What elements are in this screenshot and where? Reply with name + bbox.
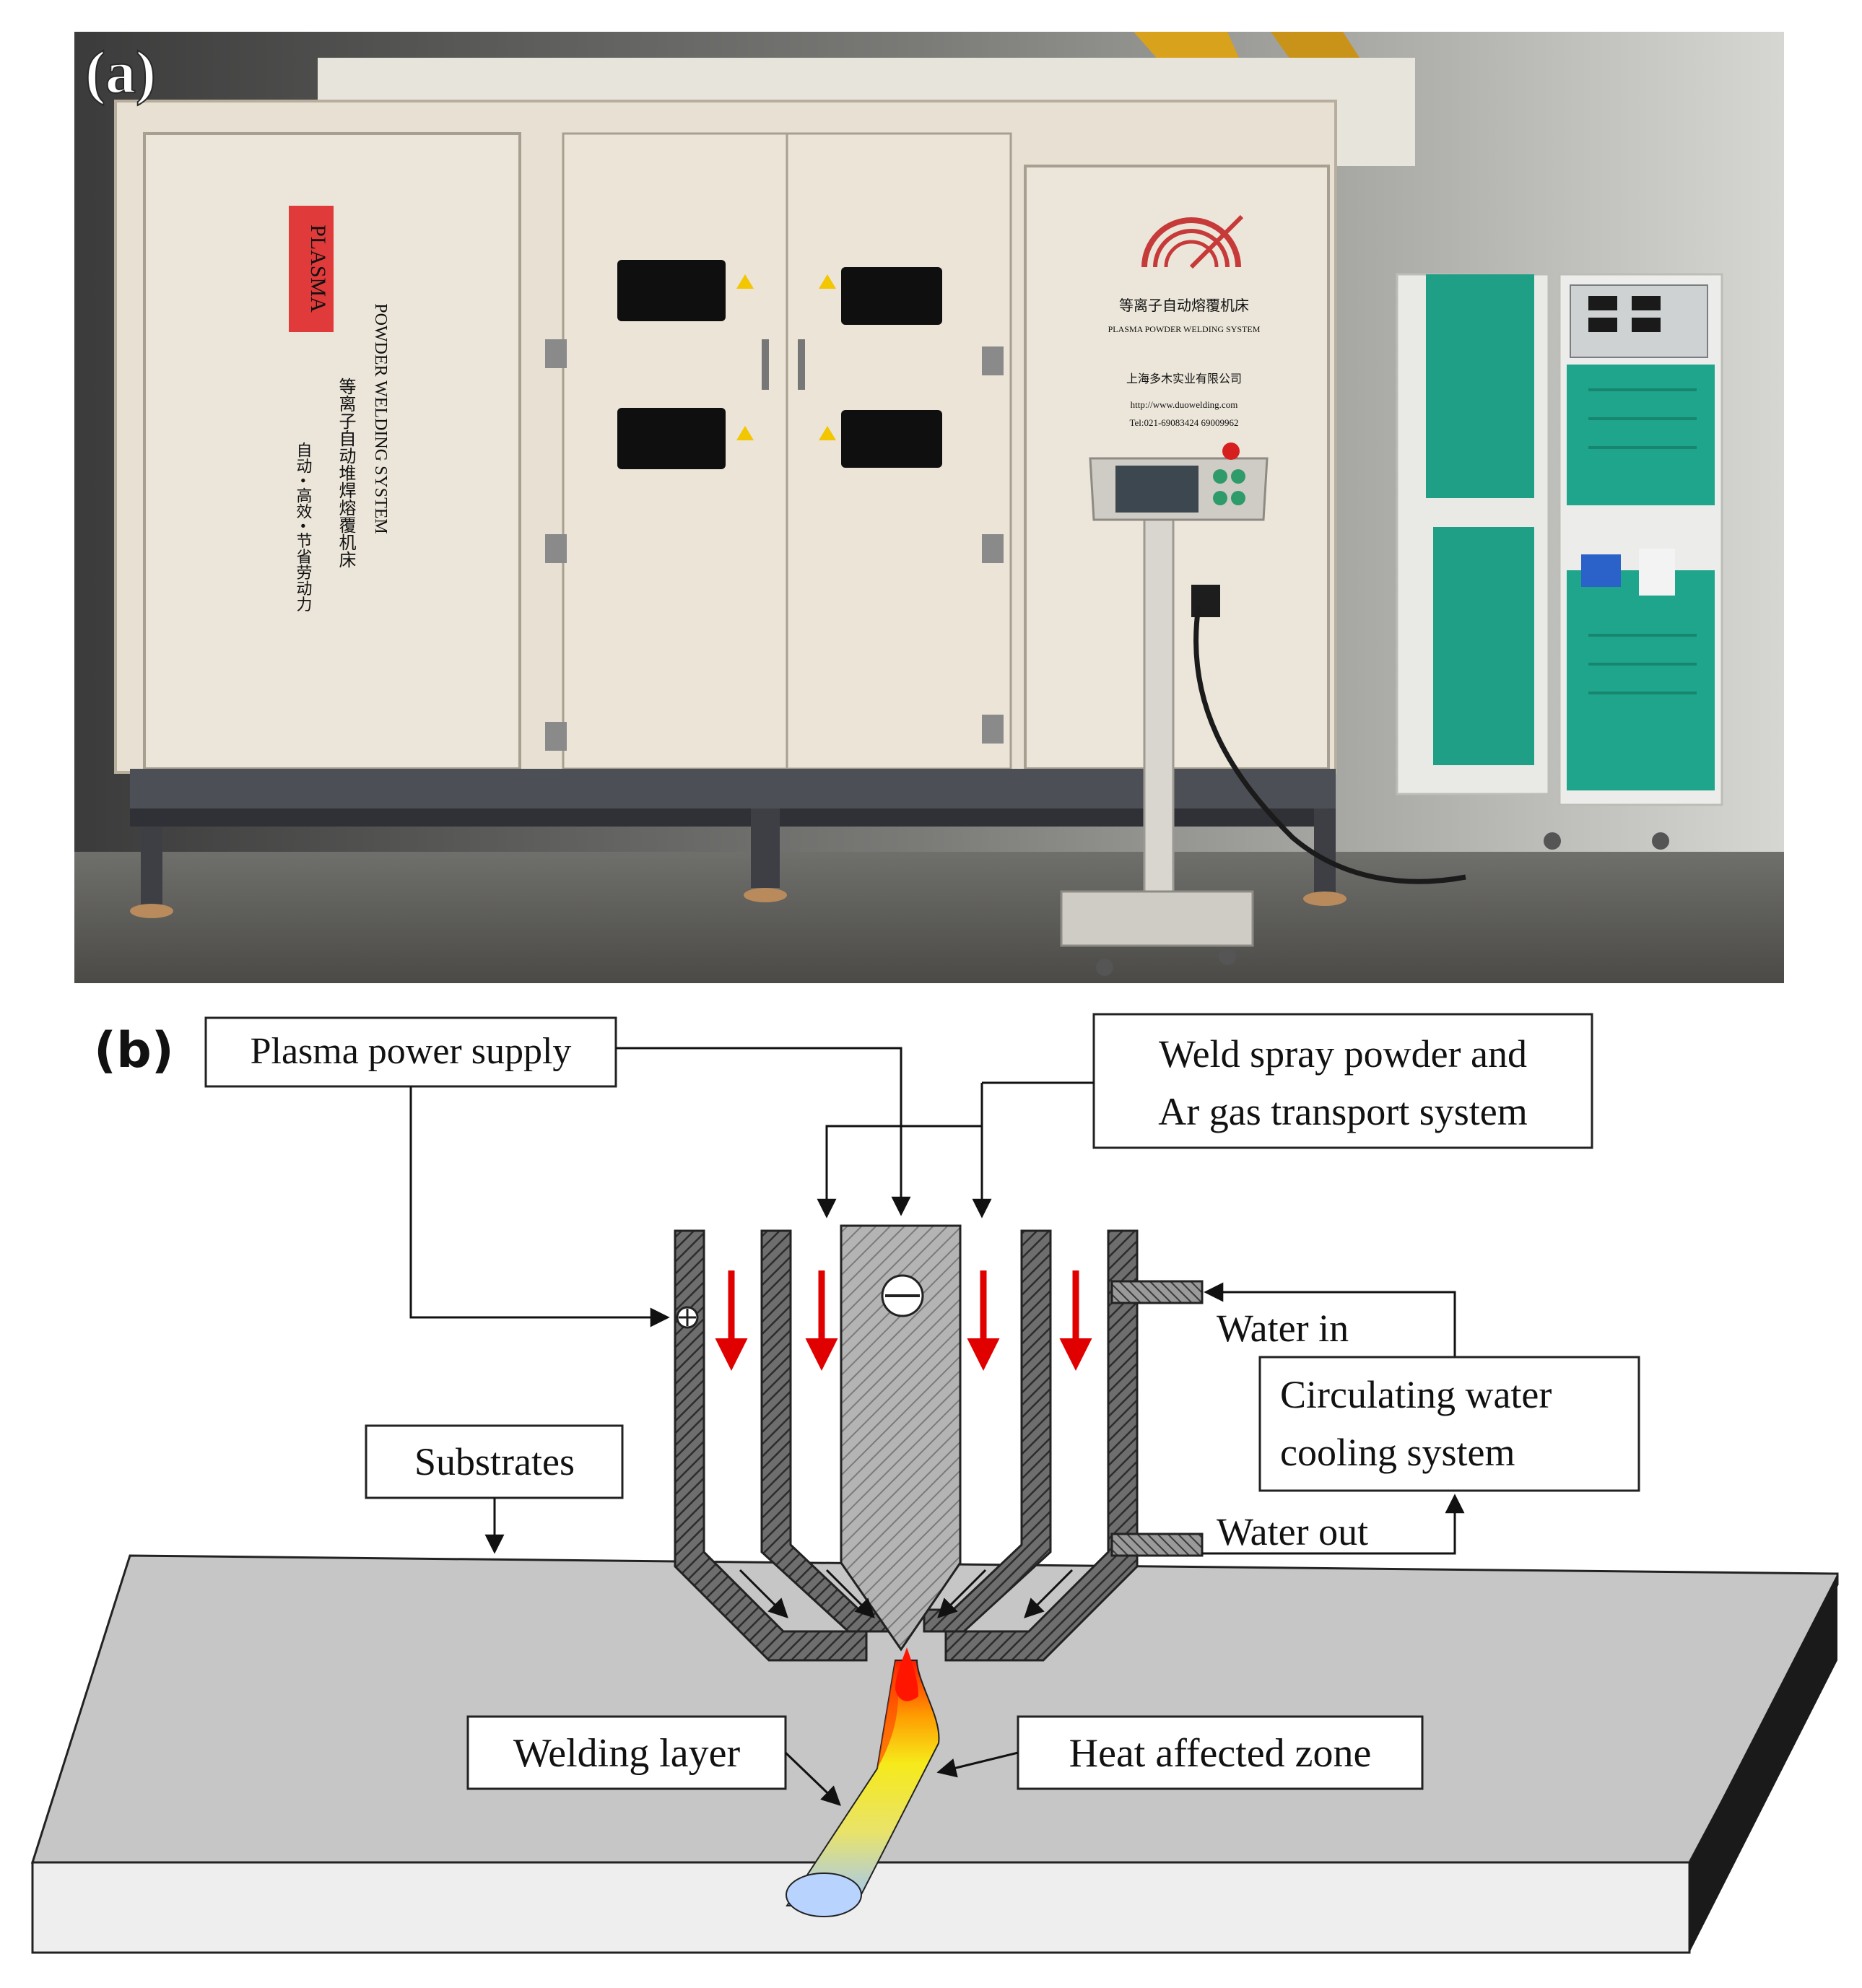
machine-slogan-cn: 自动 • 高效 • 节省劳动力 <box>295 442 313 612</box>
weld-pool <box>786 1647 940 1917</box>
powder-gas-system-line2: Ar gas transport system <box>1158 1090 1527 1133</box>
plasma-badge-text: PLASMA <box>306 224 330 313</box>
cabinet-window <box>617 260 726 321</box>
machine-title-en: POWDER WELDING SYSTEM <box>371 303 390 534</box>
power-to-cathode-line <box>616 1047 911 1216</box>
powder-feed-left-line <box>817 1125 982 1218</box>
water-chiller-unit <box>1396 273 1723 850</box>
welding-layer-line <box>784 1751 841 1806</box>
panel-b-schematic: (b) <box>30 1013 1839 1954</box>
channel-flow-arrows <box>739 1569 1074 1618</box>
power-to-anode-line <box>409 1086 670 1327</box>
right-panel-tel: Tel:021-69083424 69009962 <box>1129 417 1238 428</box>
touch-screen <box>1115 466 1198 513</box>
machine-title-cn: 等离子自动堆焊熔覆机床 <box>336 378 356 568</box>
cooling-system-box: Circulating water cooling system <box>1258 1356 1640 1492</box>
powder-gas-system-line1: Weld spray powder and <box>1159 1032 1527 1076</box>
plasma-power-supply-label: Plasma power supply <box>251 1031 572 1072</box>
cooling-system-line1: Circulating water <box>1280 1373 1552 1416</box>
heat-affected-zone-label: Heat affected zone <box>1069 1731 1372 1776</box>
control-pendant <box>1060 442 1466 976</box>
company-logo <box>1141 214 1244 269</box>
cabinet-window <box>841 267 942 325</box>
water-out-line <box>1202 1494 1465 1555</box>
heat-affected-zone-box: Heat affected zone <box>1017 1715 1424 1790</box>
water-in-label: Water in <box>1217 1307 1349 1350</box>
panel-a-photo: PLASMA POWDER WELDING SYSTEM 等离子自动堆焊熔覆机床… <box>74 32 1784 983</box>
chiller-display <box>1581 554 1621 587</box>
right-panel-title-cn: 等离子自动熔覆机床 <box>1119 297 1249 314</box>
right-panel-url: http://www.duowelding.com <box>1131 399 1238 410</box>
heat-affected-zone-line <box>936 1751 1019 1778</box>
welding-layer-label: Welding layer <box>513 1731 741 1776</box>
plasma-torch <box>674 1224 1204 1662</box>
substrates-label: Substrates <box>414 1440 575 1483</box>
water-inlet-pipe <box>1110 1280 1204 1304</box>
panel-a-label: (a) <box>85 39 156 106</box>
gas-flow-arrows <box>715 1270 1092 1371</box>
cooling-system-line2: cooling system <box>1280 1431 1515 1474</box>
panel-b-label: (b) <box>94 1022 174 1079</box>
water-out-label: Water out <box>1217 1510 1368 1553</box>
powder-gas-system-box: Weld spray powder and Ar gas transport s… <box>1092 1013 1593 1149</box>
tungsten-electrode <box>840 1224 962 1652</box>
right-panel-title-en: PLASMA POWDER WELDING SYSTEM <box>1108 324 1261 334</box>
water-in-line <box>1204 1282 1456 1357</box>
water-outlet-pipe <box>1110 1533 1204 1557</box>
welding-layer-box: Welding layer <box>466 1715 787 1790</box>
plasma-badge <box>289 206 334 332</box>
welding-machine-cabinet: PLASMA POWDER WELDING SYSTEM 等离子自动堆焊熔覆机床… <box>114 100 1347 918</box>
cabinet-window <box>841 410 942 468</box>
plasma-power-supply-box: Plasma power supply <box>204 1016 617 1088</box>
cabinet-window <box>617 408 726 469</box>
right-panel-company: 上海多木实业有限公司 <box>1126 372 1242 385</box>
substrates-box: Substrates <box>365 1424 624 1499</box>
